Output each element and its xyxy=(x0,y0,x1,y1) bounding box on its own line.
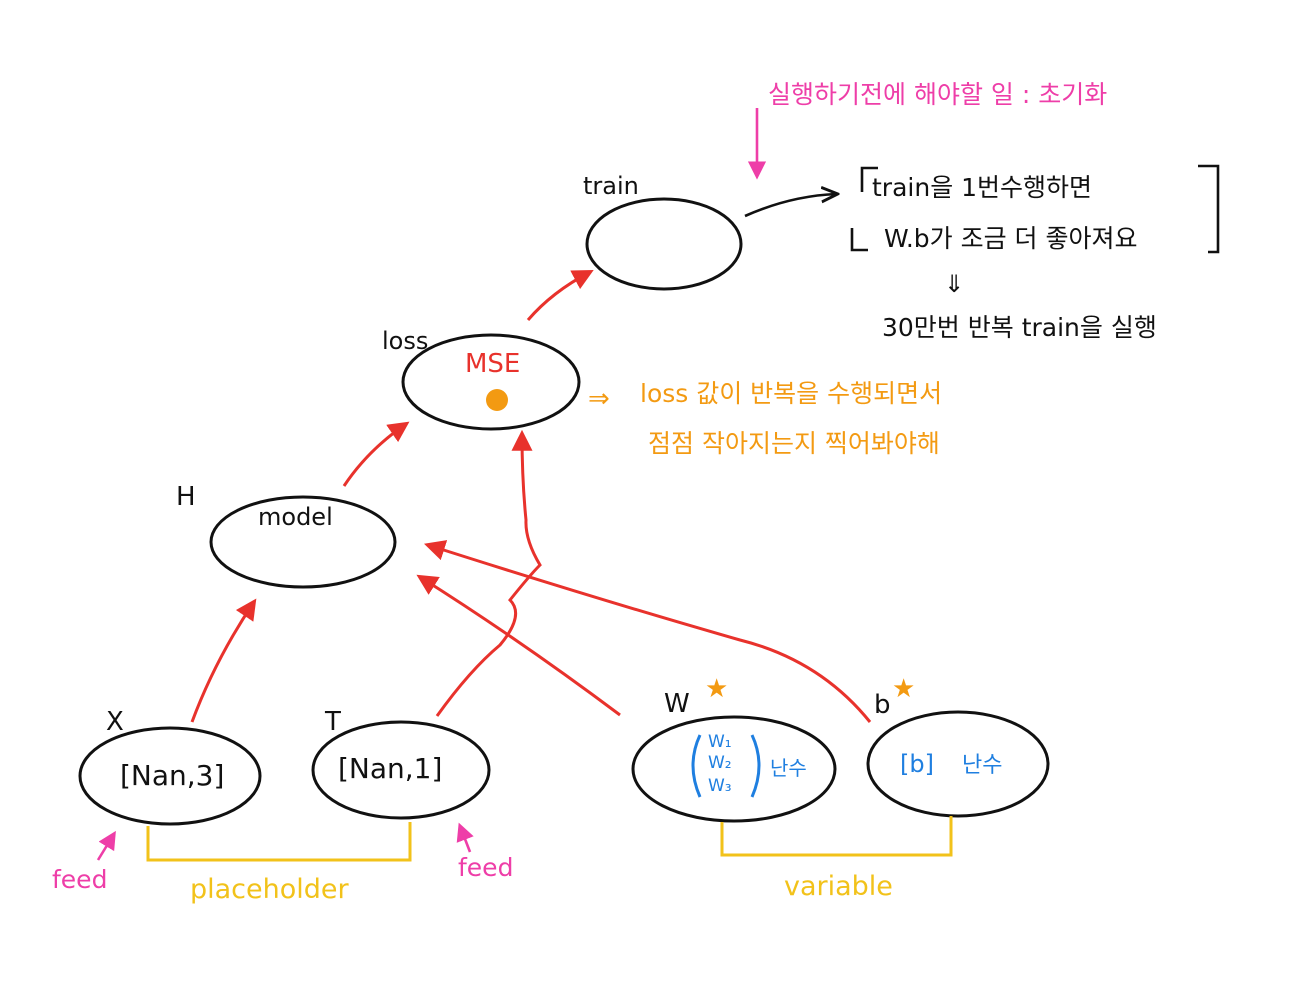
x-label: X xyxy=(106,707,124,737)
variable-label: variable xyxy=(784,871,893,902)
model-content: model xyxy=(258,503,333,531)
train-note-down-arrow-icon: ⇓ xyxy=(944,270,964,298)
edge-b-to-model xyxy=(423,540,872,723)
t-label: T xyxy=(324,707,341,737)
w-node xyxy=(631,715,837,823)
w-vector-line-3: W₃ xyxy=(708,776,732,796)
train-note-left-bracket-bottom xyxy=(850,228,868,252)
edge-loss-to-train xyxy=(526,270,594,321)
variable-bracket xyxy=(720,816,953,857)
loss-label: loss xyxy=(382,327,428,355)
b-star-icon: ★ xyxy=(892,674,915,704)
w-vector-right-paren xyxy=(750,734,761,798)
train-note-result: 30만번 반복 train을 실행 xyxy=(882,313,1157,342)
loss-note-line-2: 점점 작아지는지 찍어봐야해 xyxy=(648,429,940,458)
loss-node xyxy=(401,333,581,431)
w-label: W xyxy=(664,689,690,719)
feed-left-label: feed xyxy=(52,865,107,894)
loss-value-dot xyxy=(486,389,508,411)
loss-content: MSE xyxy=(465,349,520,379)
w-vector-line-1: W₁ xyxy=(708,732,732,752)
b-suffix: 난수 xyxy=(962,753,1002,778)
feed-right-label: feed xyxy=(458,853,513,882)
h-label: H xyxy=(176,482,196,512)
x-node xyxy=(78,726,262,826)
train-label: train xyxy=(583,172,639,200)
feed-right-arrow xyxy=(456,822,474,853)
b-node xyxy=(866,710,1050,818)
loss-note-arrow-icon: ⇒ xyxy=(588,384,610,414)
train-note-line-1: train을 1번수행하면 xyxy=(872,173,1092,202)
train-note-right-bracket xyxy=(1198,164,1220,254)
edge-w-to-model xyxy=(416,574,621,717)
train-to-note-arrow xyxy=(744,194,836,218)
train-note-left-bracket-top xyxy=(860,166,878,192)
placeholder-label: placeholder xyxy=(190,874,350,905)
feed-left-arrow xyxy=(96,830,116,861)
w-vector-left-paren xyxy=(691,734,702,798)
edge-x-to-model xyxy=(190,598,257,723)
w-star-icon: ★ xyxy=(705,674,728,704)
t-content: [Nan,1] xyxy=(338,752,442,785)
t-node xyxy=(311,720,491,820)
w-vector-line-2: W₂ xyxy=(708,753,732,773)
model-node xyxy=(209,495,397,589)
w-suffix: 난수 xyxy=(770,756,807,780)
edge-t-to-loss xyxy=(435,429,542,717)
loss-note-line-1: loss 값이 반복을 수행되면서 xyxy=(640,379,942,408)
x-content: [Nan,3] xyxy=(120,759,224,792)
placeholder-bracket xyxy=(146,822,412,862)
b-content: [b] xyxy=(900,750,934,778)
top-note: 실행하기전에 해야할 일 : 초기화 xyxy=(768,80,1107,109)
b-label: b xyxy=(874,690,891,720)
train-node xyxy=(585,197,743,291)
edge-model-to-loss xyxy=(342,421,410,487)
train-note-line-2: W.b가 조금 더 좋아져요 xyxy=(884,224,1138,253)
